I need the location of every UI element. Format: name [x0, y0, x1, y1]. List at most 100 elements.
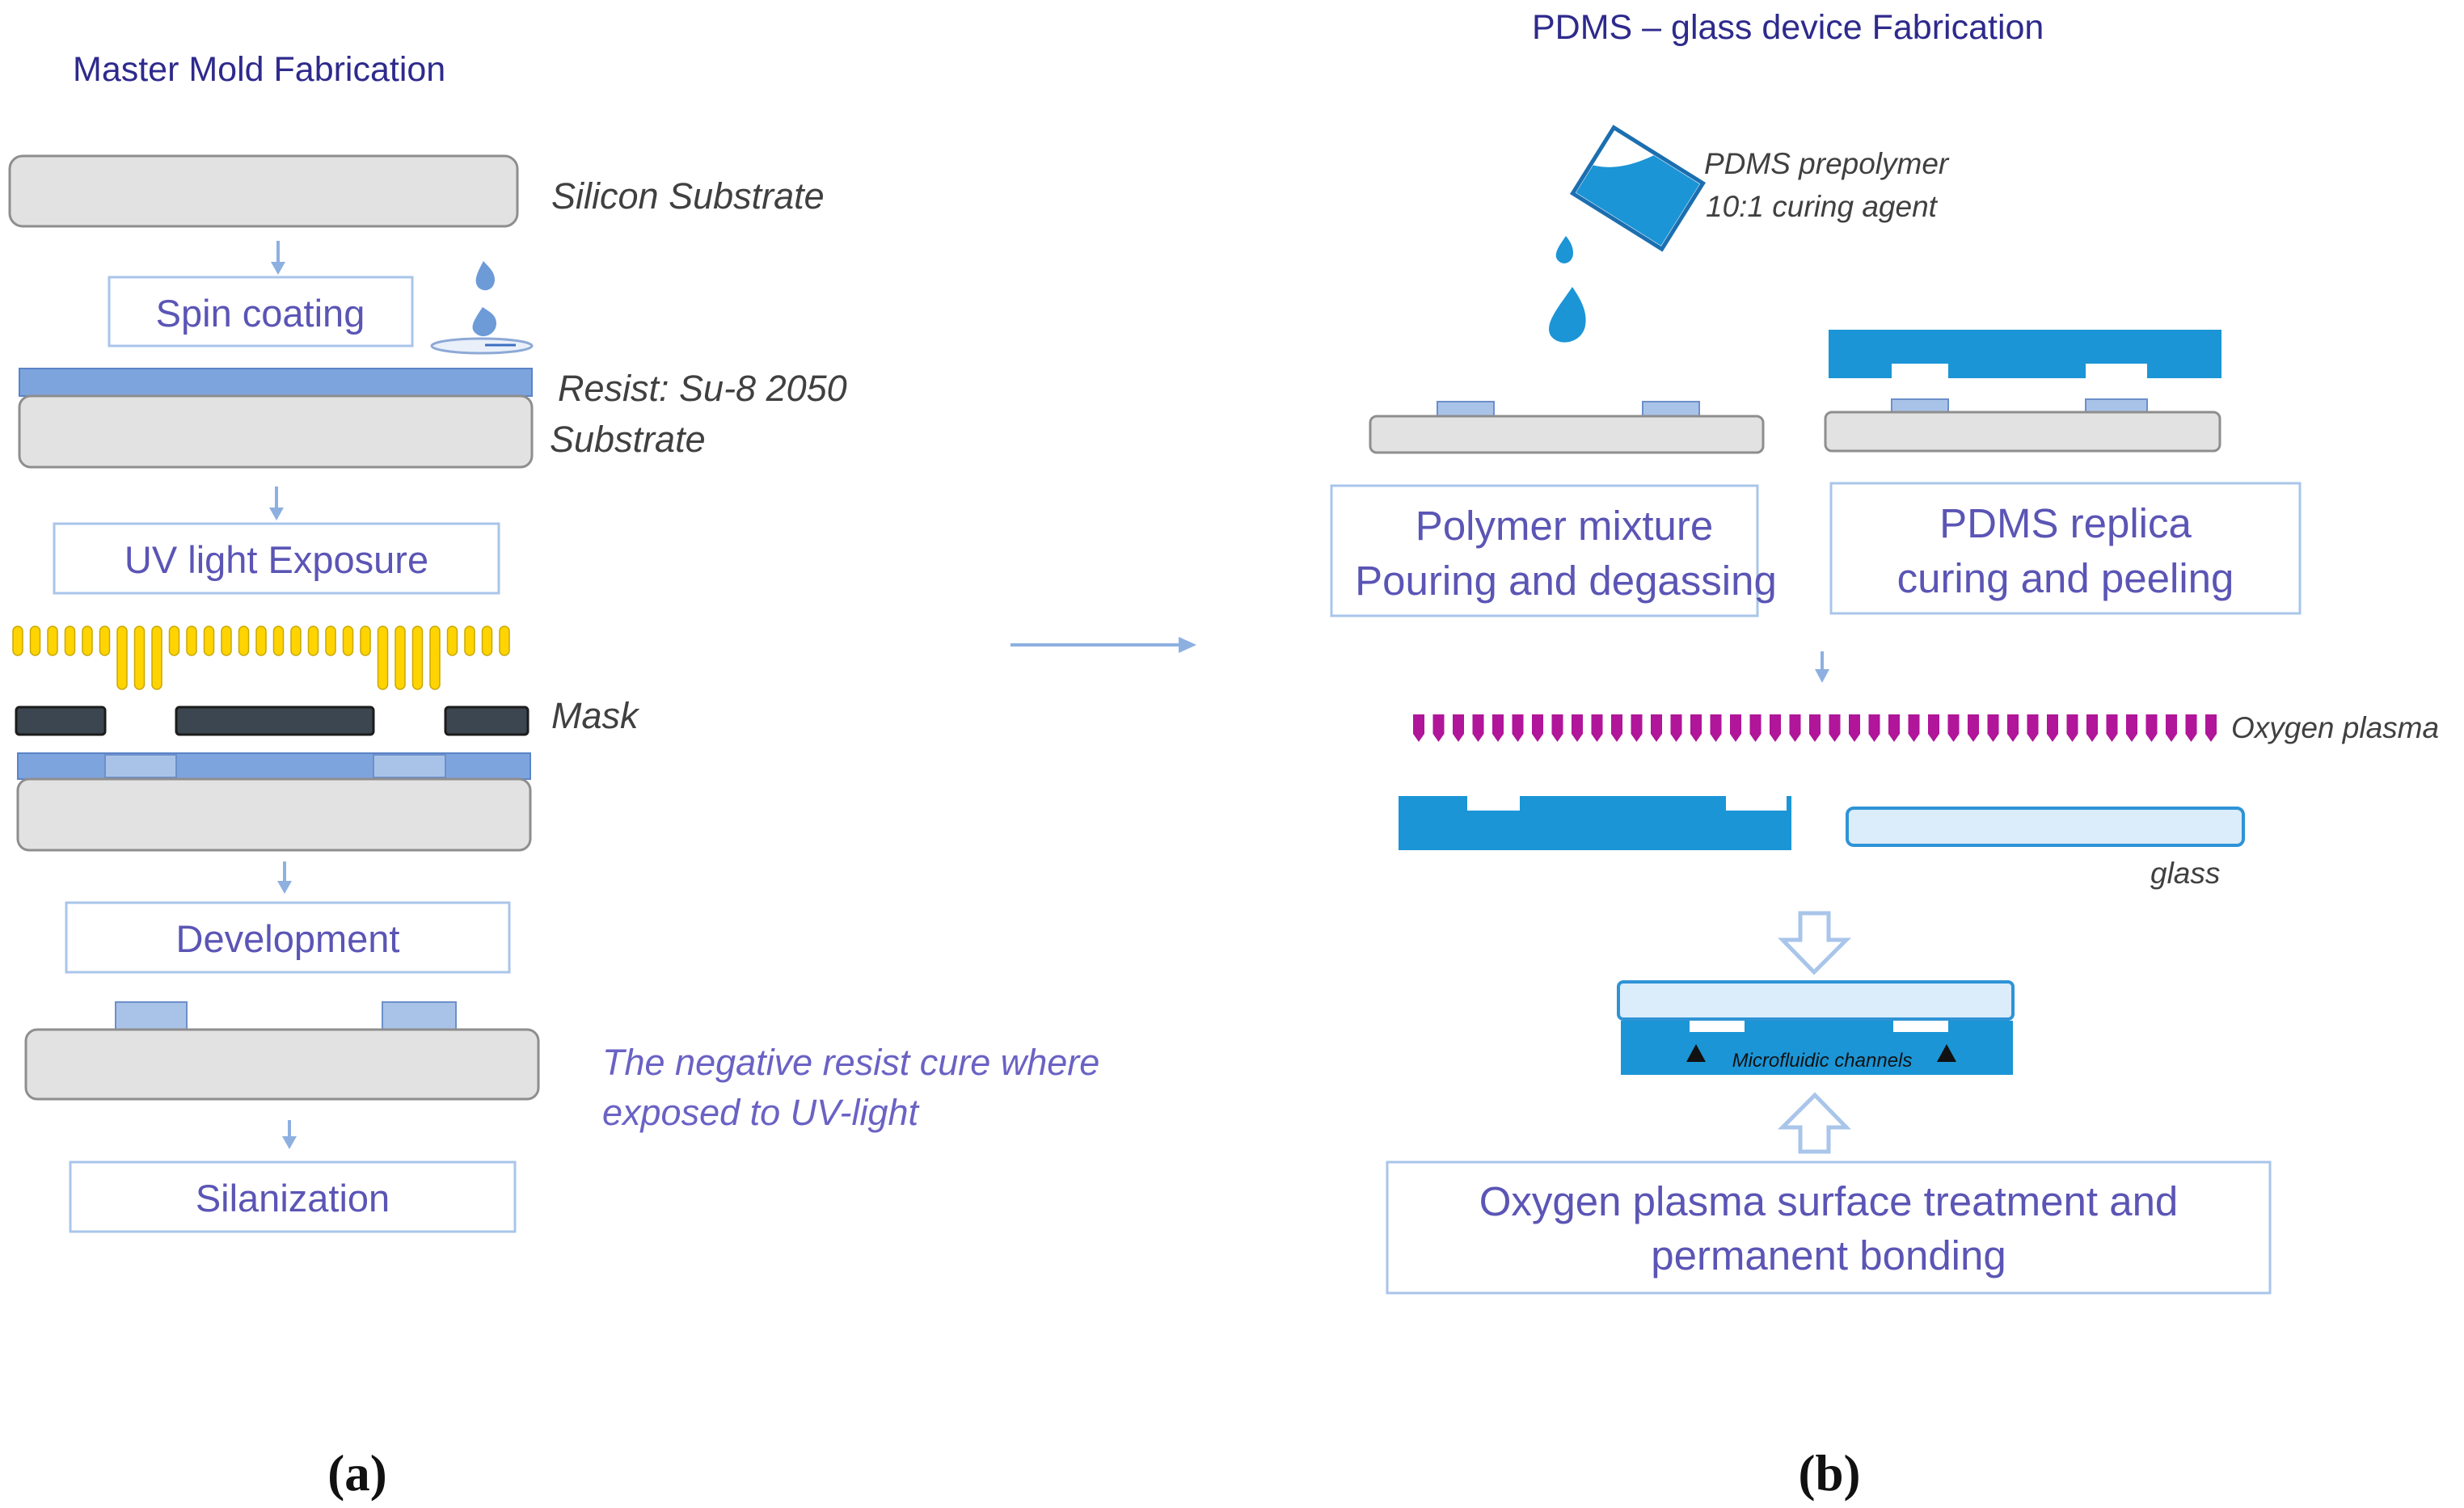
- plasma-ray: [1670, 714, 1682, 742]
- glass-label: glass: [2150, 857, 2220, 890]
- plasma-ray: [1432, 714, 1445, 742]
- plasma-ray: [2066, 714, 2078, 742]
- resist-layer: [19, 368, 533, 397]
- mask-label: Mask: [551, 695, 640, 736]
- plasma-ray: [1591, 714, 1603, 742]
- panel-a-title: Master Mold Fabrication: [73, 50, 445, 89]
- mask-bar-middle: [175, 706, 375, 736]
- microfluidic-channels-label: Microfluidic channels: [1732, 1050, 1913, 1072]
- uv-ray: [411, 626, 424, 690]
- plasma-ray: [1908, 714, 1920, 742]
- panel-b: PDMS – glass device Fabrication PDMS pre…: [1330, 8, 2439, 1502]
- plasma-ray: [1611, 714, 1622, 742]
- bonding-step-line2: permanent bonding: [1651, 1232, 2006, 1278]
- uv-ray: [429, 626, 441, 690]
- bonding-step-line1: Oxygen plasma surface treatment and: [1479, 1178, 2179, 1224]
- uv-ray: [360, 626, 371, 656]
- panel-b-title: PDMS – glass device Fabrication: [1532, 8, 2044, 47]
- uv-exposure-step: UV light Exposure: [124, 538, 428, 581]
- plasma-ray: [1849, 714, 1860, 742]
- spin-coating-step: Spin coating: [156, 292, 365, 335]
- plasma-ray: [1631, 714, 1643, 742]
- development-step: Development: [176, 917, 400, 960]
- spinner-disc-icon: [430, 337, 534, 355]
- uv-ray: [255, 626, 267, 656]
- uv-ray: [116, 626, 128, 690]
- exposed-resist-region-right: [373, 754, 446, 778]
- replica-step-box: [1829, 482, 2302, 615]
- panel-a: Master Mold Fabrication Silicon Substrat…: [8, 50, 1099, 1502]
- uv-ray: [29, 626, 41, 656]
- plasma-ray: [2086, 714, 2098, 742]
- silicon-substrate: [8, 154, 519, 228]
- down-arrow-icon: [282, 1120, 297, 1149]
- resist-label: Resist: Su-8 2050: [558, 368, 847, 409]
- pdms-replica-on-mold: [1829, 330, 2221, 378]
- pouring-step-line1: Polymer mixture: [1416, 503, 1713, 549]
- negative-resist-note-line2: exposed to UV-light: [602, 1092, 921, 1133]
- uv-ray: [272, 626, 285, 656]
- pouring-step-line2: Pouring and degassing: [1355, 558, 1777, 604]
- down-arrow-icon: [277, 861, 292, 894]
- mask-bar-left: [15, 706, 107, 736]
- hollow-up-arrow-icon: [1777, 1092, 1851, 1154]
- plasma-ray: [2007, 714, 2019, 742]
- plasma-ray: [1572, 714, 1583, 742]
- uv-ray: [394, 626, 406, 690]
- plasma-ray: [1551, 714, 1563, 742]
- droplet-icon: [475, 261, 495, 291]
- droplet-icon: [472, 307, 496, 337]
- silicon-substrate-label: Silicon Substrate: [551, 175, 825, 217]
- spin-coating-step-box: [108, 276, 414, 348]
- hollow-down-arrow-icon: [1778, 911, 1852, 975]
- replica-mold-substrate: [1824, 411, 2221, 453]
- plasma-ray: [1532, 714, 1543, 742]
- replica-step-line1: PDMS replica: [1939, 500, 2192, 546]
- uv-ray: [377, 626, 389, 690]
- prepolymer-label-line2: 10:1 curing agent: [1706, 190, 1939, 223]
- bonded-glass-layer: [1617, 980, 2015, 1021]
- plasma-ray: [2185, 714, 2197, 742]
- plasma-ray: [2106, 714, 2118, 742]
- plasma-ray: [1749, 714, 1762, 742]
- plasma-ray: [1651, 714, 1662, 742]
- plasma-ray: [1829, 714, 1841, 742]
- uv-ray: [186, 626, 197, 656]
- prepolymer-label-line1: PDMS prepolymer: [1704, 147, 1950, 180]
- resist-feature-right: [382, 1001, 457, 1030]
- plasma-ray: [1472, 714, 1484, 742]
- plasma-ray: [1888, 714, 1900, 742]
- uv-ray: [325, 626, 336, 656]
- pouring-mold-substrate: [1369, 415, 1765, 454]
- peeled-pdms-slab: [1399, 796, 1791, 850]
- uv-ray: [64, 626, 76, 656]
- pouring-step-box: [1330, 484, 1759, 617]
- uv-ray: [168, 626, 180, 656]
- panel-a-caption: (a): [327, 1445, 386, 1502]
- plasma-ray: [1789, 714, 1801, 742]
- plasma-ray: [1690, 714, 1702, 742]
- pdms-droplet-large: [1549, 287, 1586, 343]
- developed-substrate: [24, 1028, 540, 1101]
- plasma-ray: [2047, 714, 2058, 742]
- pdms-droplet-small: [1555, 236, 1573, 263]
- uv-ray: [133, 626, 146, 690]
- uv-ray: [221, 626, 232, 656]
- development-step-box: [65, 901, 511, 974]
- substrate: [18, 394, 534, 469]
- replica-step-line2: curing and peeling: [1897, 555, 2234, 601]
- glass-slide: [1846, 807, 2245, 847]
- uv-ray: [464, 626, 475, 656]
- plasma-ray: [1512, 714, 1524, 742]
- channel-marker-left-icon: [1686, 1044, 1706, 1062]
- uv-ray: [342, 626, 354, 656]
- plasma-ray: [1710, 714, 1722, 742]
- right-arrow-icon: [1010, 637, 1196, 653]
- plasma-ray: [1730, 714, 1741, 742]
- uv-ray: [238, 626, 250, 656]
- plasma-ray: [2166, 714, 2177, 742]
- silanization-step: Silanization: [196, 1177, 390, 1219]
- exposed-resist-layer: [17, 752, 531, 780]
- plasma-ray: [1987, 714, 1999, 742]
